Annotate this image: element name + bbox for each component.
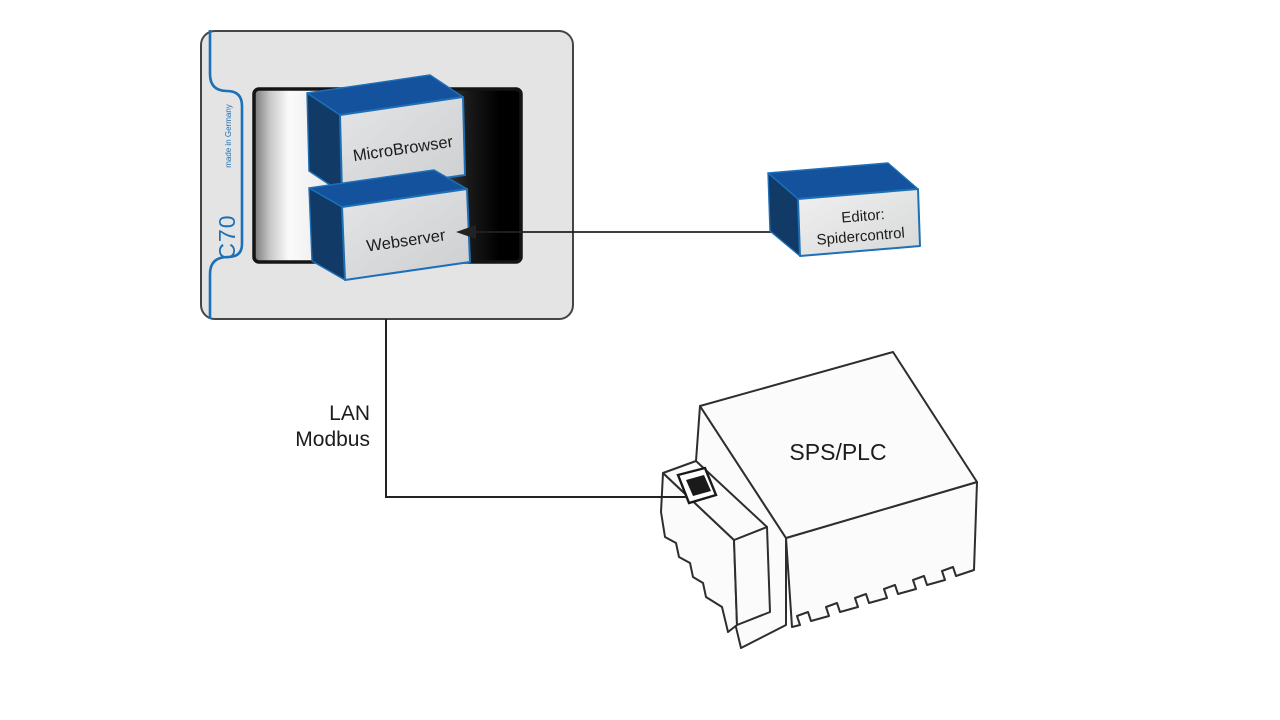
modbus-label: Modbus bbox=[295, 428, 370, 451]
plc-device: SPS/PLC bbox=[660, 351, 978, 649]
device-model-label: C70 bbox=[214, 214, 240, 259]
ethernet-port-pin-area bbox=[686, 475, 711, 496]
plc-right-face bbox=[785, 481, 978, 628]
lan-connection-line bbox=[385, 319, 687, 498]
hmi-accent-bracket bbox=[208, 30, 244, 319]
lan-label: LAN bbox=[329, 402, 370, 425]
lan-connection: LAN Modbus bbox=[295, 319, 687, 498]
editor-box-front-face bbox=[797, 188, 921, 257]
hmi-device: made in Germany C70 MicroBrowser Webserv… bbox=[200, 30, 574, 320]
made-in-germany-label: made in Germany bbox=[224, 104, 233, 168]
editor-to-webserver-arrow bbox=[456, 225, 774, 239]
editor-label-line1: Editor: bbox=[841, 206, 886, 226]
plc-connector-block-front-face bbox=[733, 526, 771, 626]
plc-label: SPS/PLC bbox=[789, 439, 886, 465]
editor-box: Editor: Spidercontrol bbox=[767, 162, 921, 257]
plc-top-face bbox=[699, 351, 978, 539]
microbrowser-box-front-face bbox=[339, 96, 466, 194]
arrowhead-icon bbox=[456, 225, 476, 239]
webserver-box-front-face bbox=[341, 188, 471, 281]
plc-connector-block-left-face bbox=[660, 472, 738, 633]
webserver-box: Webserver bbox=[308, 169, 471, 281]
